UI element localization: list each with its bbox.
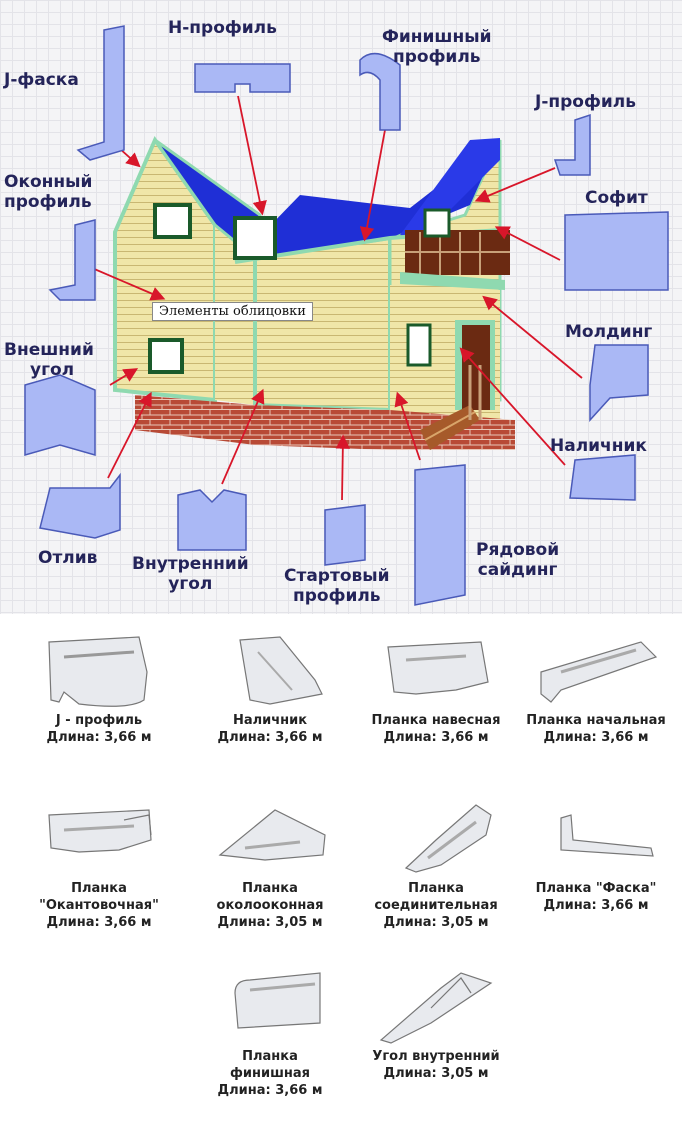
faska-strip-drawing (560, 814, 654, 857)
catalog-length: Длина: 3,66 м (46, 730, 152, 745)
molding-piece (589, 344, 649, 422)
catalog-item-j-profile: J - профиль Длина: 3,66 м (15, 632, 183, 746)
balcony (400, 230, 510, 290)
callout-arrows (84, 95, 583, 501)
label-j-faska: J-фаска (4, 70, 79, 90)
label-siding-line2: сайдинг (477, 560, 558, 580)
profile-pieces (24, 25, 669, 606)
label-starter-profile: Стартовый профиль (284, 566, 390, 606)
hanging-strip-drawing (387, 641, 489, 695)
label-outer-line1: Внешний (4, 340, 94, 360)
catalog-item-inner-corner: Угол внутренний Длина: 3,05 м (352, 968, 520, 1082)
trim-piece (569, 454, 636, 501)
label-starter-line2: профиль (292, 586, 381, 606)
inner-corner-drawing (379, 972, 493, 1044)
catalog-name: Планка навесная (371, 713, 501, 728)
catalog-length: Длина: 3,66 м (543, 730, 649, 745)
catalog-length: Длина: 3,05 м (217, 915, 323, 930)
label-inner-line2: угол (168, 574, 213, 594)
starter-strip-drawing (540, 641, 658, 703)
label-outer-corner: Внешний угол (4, 340, 94, 380)
catalog-name: Наличник (232, 713, 308, 728)
label-drip: Отлив (38, 548, 98, 568)
label-inner-corner: Внутренний угол (132, 554, 249, 594)
catalog-item-edging-strip: Планка "Окантовочная" Длина: 3,66 м (15, 800, 183, 931)
finish-profile-piece (359, 52, 401, 131)
edging-strip-drawing (48, 809, 152, 853)
finish-strip-drawing (234, 972, 321, 1029)
drip-piece (39, 472, 121, 539)
outer-corner-piece (24, 374, 96, 456)
catalog-name-line1: Планка (408, 881, 464, 896)
label-finish-profile: Финишный профиль (382, 27, 492, 67)
label-soffit: Софит (585, 188, 648, 208)
window-profile-piece (48, 219, 96, 301)
catalog-length: Длина: 3,66 м (217, 1083, 323, 1098)
j-profile-drawing (48, 636, 148, 707)
inner-corner-piece (177, 489, 247, 551)
label-siding-line1: Рядовой (476, 540, 560, 560)
label-siding: Рядовой сайдинг (476, 540, 559, 580)
label-window-line2: профиль (4, 192, 92, 212)
catalog-name-line2: соединительная (374, 898, 498, 913)
trim-drawing (239, 636, 323, 705)
catalog-name-line2: финишная (229, 1066, 310, 1081)
window-strip-drawing (218, 809, 326, 861)
catalog-length: Длина: 3,05 м (383, 1066, 489, 1081)
j-profile-piece (553, 113, 591, 176)
label-starter-line1: Стартовый (284, 566, 390, 586)
catalog-length: Длина: 3,66 м (217, 730, 323, 745)
catalog-length: Длина: 3,05 м (383, 915, 489, 930)
catalog-item-window-strip: Планка околооконная Длина: 3,05 м (186, 800, 354, 931)
label-j-profile: J-профиль (535, 92, 636, 112)
catalog-name: Планка начальная (526, 713, 666, 728)
catalog-name: Угол внутренний (372, 1049, 500, 1064)
catalog-name-line1: Планка (242, 881, 298, 896)
h-profile-piece (194, 63, 291, 93)
catalog-item-connector-strip: Планка соединительная Длина: 3,05 м (352, 800, 520, 931)
soffit-piece (564, 211, 669, 291)
catalog-item-hanging-strip: Планка навесная Длина: 3,66 м (352, 632, 520, 746)
catalog-name-line1: Планка (71, 881, 127, 896)
catalog-item-finish-strip: Планка финишная Длина: 3,66 м (186, 968, 354, 1099)
catalog-item-trim: Наличник Длина: 3,66 м (186, 632, 354, 746)
catalog-length: Длина: 3,66 м (543, 898, 649, 913)
catalog-name: Планка "Фаска" (535, 881, 657, 896)
label-finish-line1: Финишный (382, 27, 492, 47)
center-label: Элементы облицовки (152, 302, 313, 321)
windows (148, 203, 451, 374)
catalog-length: Длина: 3,66 м (46, 915, 152, 930)
siding-piece (414, 464, 466, 606)
j-faska-piece (76, 25, 125, 161)
starter-profile-piece (324, 504, 366, 566)
catalog-name-line2: "Окантовочная" (39, 898, 159, 913)
catalog-name-line2: околооконная (216, 898, 324, 913)
house-illustration (24, 25, 669, 606)
label-finish-line2: профиль (392, 47, 481, 67)
label-window-line1: Оконный (4, 172, 93, 192)
label-outer-line2: угол (30, 360, 75, 380)
label-trim: Наличник (550, 436, 647, 456)
label-inner-line1: Внутренний (132, 554, 249, 574)
connector-strip-drawing (404, 804, 492, 873)
label-molding: Молдинг (565, 322, 653, 342)
catalog-length: Длина: 3,66 м (383, 730, 489, 745)
catalog-item-faska-strip: Планка "Фаска" Длина: 3,66 м (512, 800, 680, 914)
catalog-name-line1: Планка (242, 1049, 298, 1064)
catalog-name: J - профиль (55, 713, 143, 728)
label-window-profile: Оконный профиль (4, 172, 92, 212)
label-h-profile: H-профиль (168, 18, 277, 38)
catalog-item-starter-strip: Планка начальная Длина: 3,66 м (512, 632, 680, 746)
brick-base (135, 395, 515, 450)
